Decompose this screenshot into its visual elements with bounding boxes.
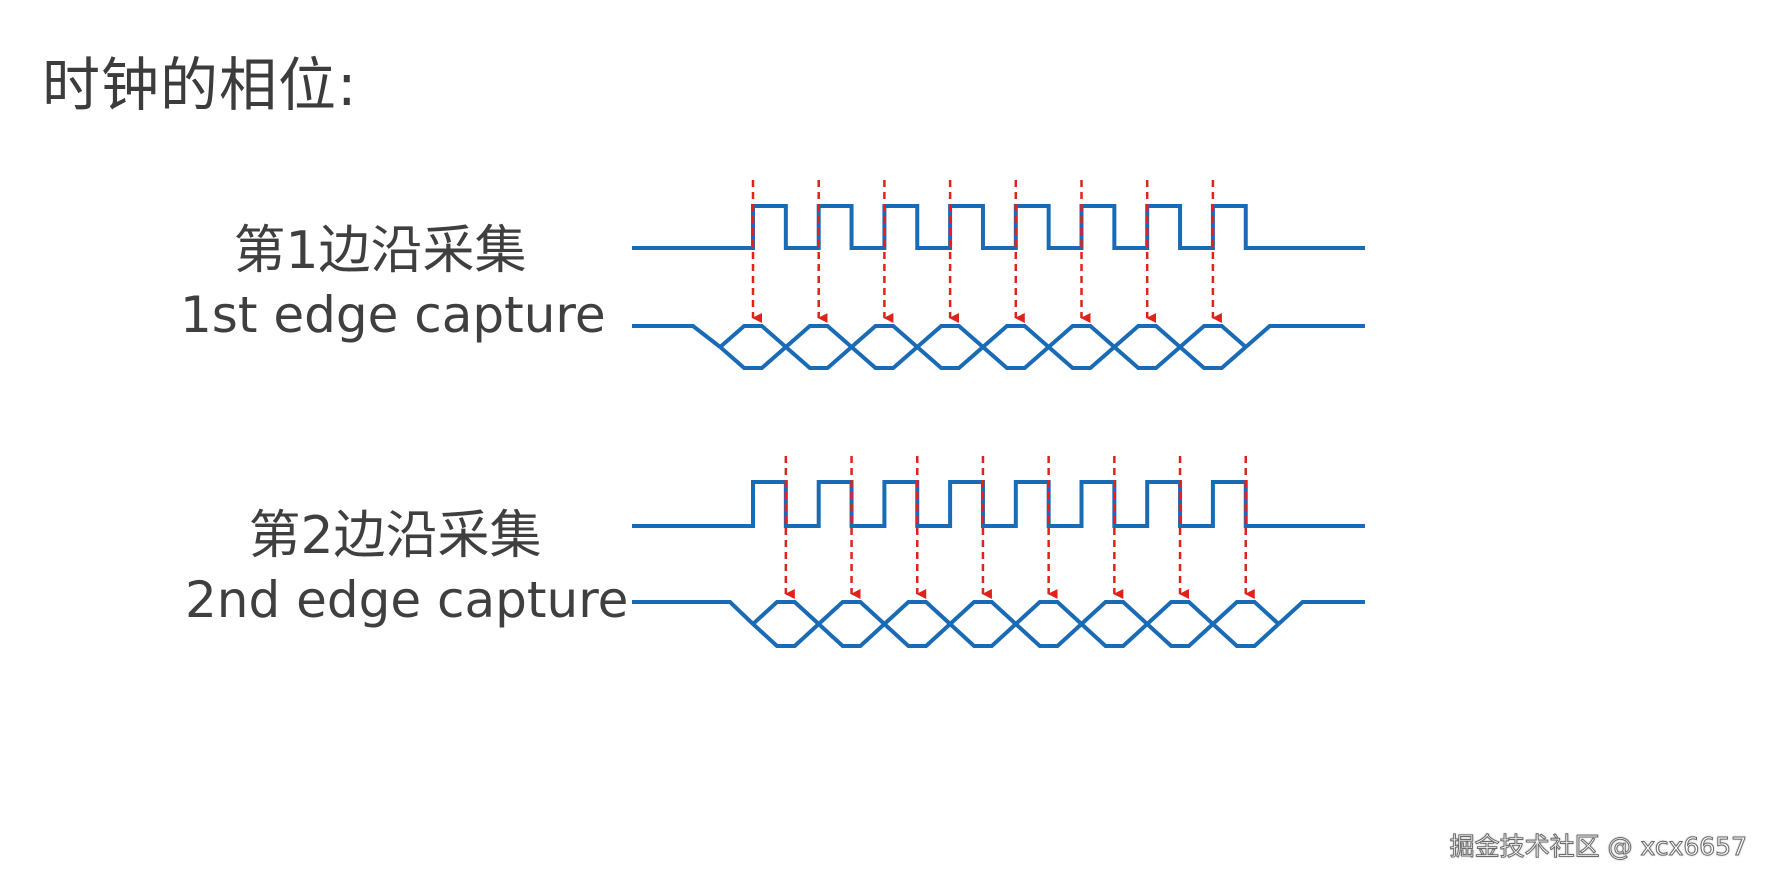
data-lead-out — [1277, 600, 1365, 626]
data-eye-lower — [883, 622, 952, 648]
data-eye-upper — [784, 324, 853, 349]
data-lead-in — [632, 600, 755, 626]
data-eye-upper — [1047, 324, 1116, 349]
data-eye-lower — [718, 345, 788, 370]
data-eye-upper — [1145, 600, 1215, 626]
data-eye-upper — [981, 324, 1050, 349]
second-edge-label: 第2边沿采集 2nd edge capture — [185, 505, 629, 633]
data-eye-lower — [1113, 345, 1182, 370]
data-eye-upper — [883, 600, 952, 626]
data-eye-upper — [850, 324, 919, 349]
second-edge-label-cn: 第2边沿采集 — [248, 506, 542, 566]
second-edge-row — [632, 456, 1365, 648]
data-eye-upper — [718, 324, 788, 349]
data-eye-lower — [1014, 622, 1083, 648]
data-eye-upper — [817, 600, 886, 626]
data-eye-lower — [915, 345, 985, 370]
data-eye-upper — [1211, 600, 1280, 626]
data-eye-upper — [948, 600, 1018, 626]
data-eye-upper — [751, 600, 821, 626]
clock-waveform — [632, 480, 1365, 528]
data-eye-lower — [1145, 622, 1215, 648]
data-lead-out — [1244, 324, 1365, 349]
first-edge-label-en: 1st edge capture — [180, 286, 606, 344]
data-eye-lower — [850, 345, 919, 370]
data-eye-upper — [1080, 600, 1149, 626]
watermark: 掘金技术社区 @ xcx6657 — [1449, 832, 1747, 862]
first-edge-row — [632, 180, 1365, 370]
data-eye-upper — [1014, 600, 1083, 626]
data-eye-lower — [751, 622, 821, 648]
data-eye-upper — [915, 324, 985, 349]
clock-waveform — [632, 204, 1365, 250]
data-eye-upper — [1178, 324, 1248, 349]
data-eye-lower — [1178, 345, 1248, 370]
page-title: 时钟的相位: — [42, 51, 358, 119]
first-edge-label-cn: 第1边沿采集 — [233, 221, 527, 281]
data-eye-lower — [948, 622, 1018, 648]
data-eye-upper — [1113, 324, 1182, 349]
data-eye-lower — [1080, 622, 1149, 648]
data-eye-lower — [981, 345, 1050, 370]
first-edge-label: 第1边沿采集 1st edge capture — [180, 220, 606, 348]
second-edge-label-en: 2nd edge capture — [185, 571, 629, 629]
data-eye-lower — [784, 345, 853, 370]
data-eye-lower — [1047, 345, 1116, 370]
data-eye-lower — [1211, 622, 1280, 648]
data-eye-lower — [817, 622, 886, 648]
data-lead-in — [632, 324, 722, 349]
